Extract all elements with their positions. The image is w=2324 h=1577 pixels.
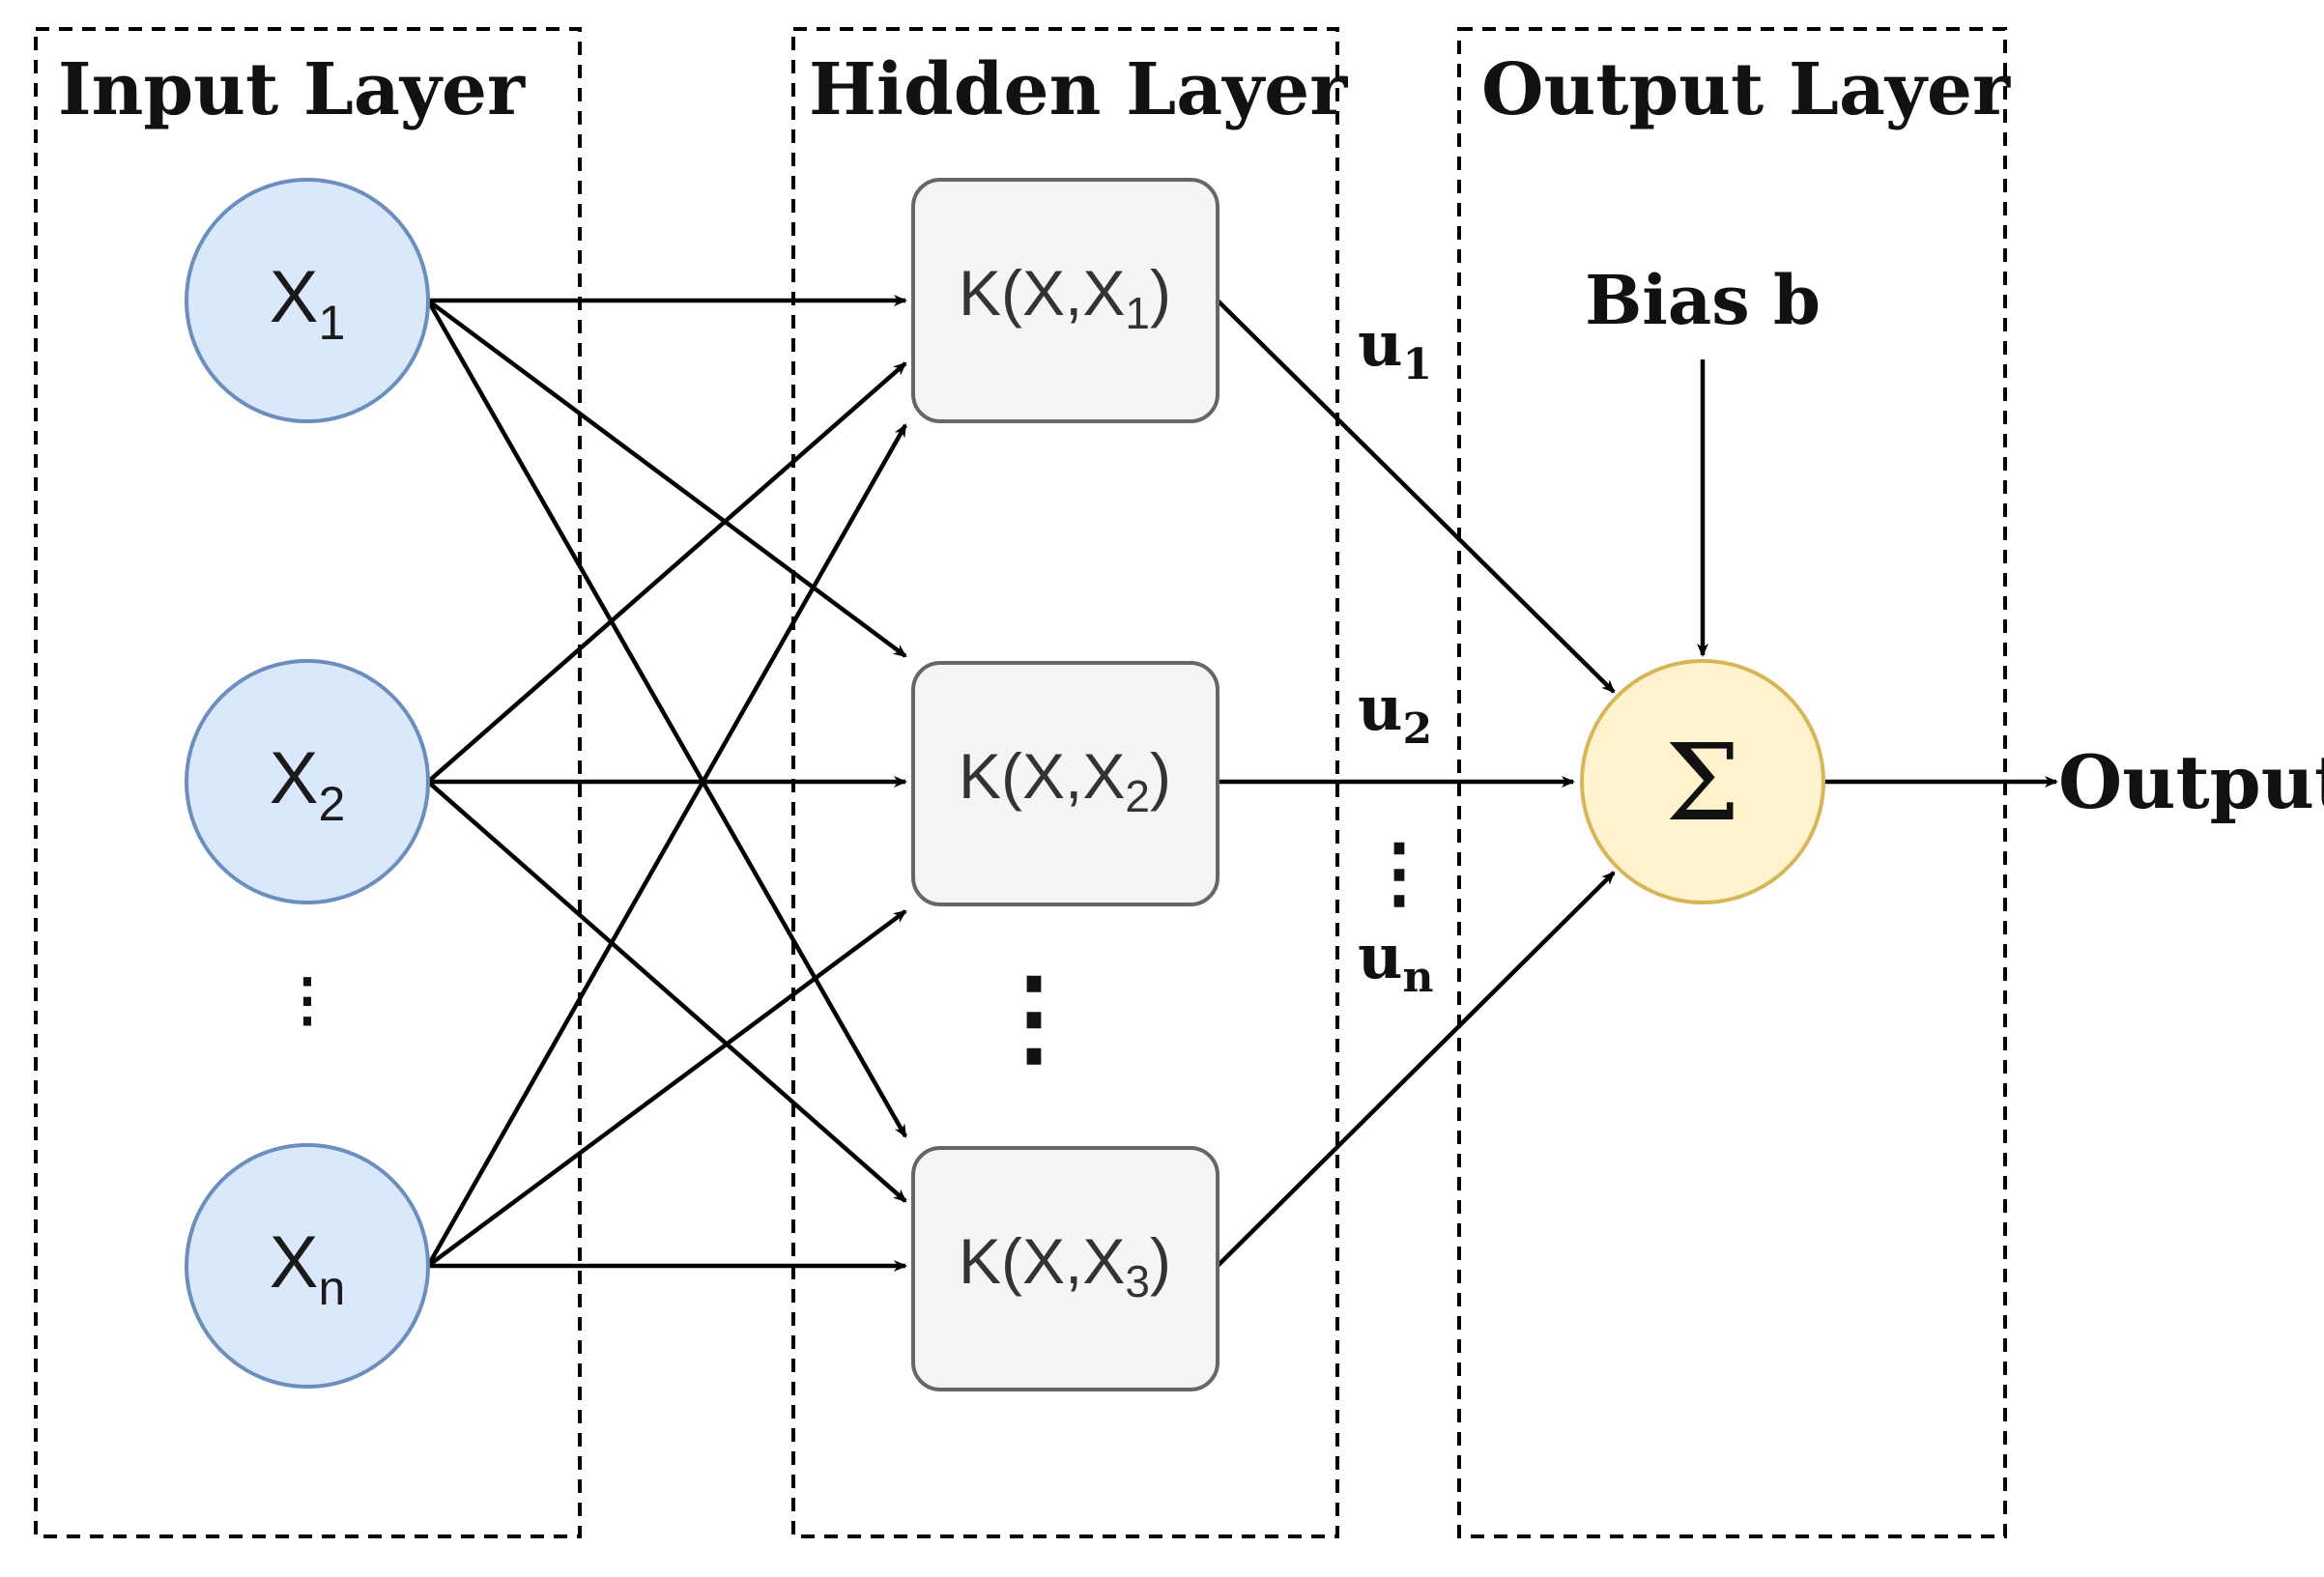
edge-x1-k2 xyxy=(426,299,907,658)
weight-label-1-sub: 1 xyxy=(1403,340,1433,389)
sum-node: Σ xyxy=(1580,659,1825,904)
edge-xn-k2 xyxy=(426,909,907,1268)
input-node-n-circle xyxy=(185,1143,430,1389)
kernel-node-1-sub: 1 xyxy=(1125,288,1150,338)
hidden-layer-title: Hidden Layer xyxy=(809,48,1348,131)
output-label: Output xyxy=(2058,739,2324,825)
kernel-node-2-box xyxy=(911,661,1219,906)
kernel-node-1-label: K(X,X1) xyxy=(959,257,1171,338)
input-node-n: Xn xyxy=(185,1143,430,1389)
input-layer-title: Input Layer xyxy=(58,48,526,131)
weight-label-2: u2 xyxy=(1358,673,1432,754)
input-node-2: X2 xyxy=(185,659,430,904)
kernel-node-3-box xyxy=(911,1146,1219,1391)
input-node-n-label: Xn xyxy=(270,1221,346,1315)
input-node-2-label: X2 xyxy=(270,737,346,831)
weight-label-1-main: u xyxy=(1358,308,1403,381)
edge-x2-k3 xyxy=(426,780,907,1203)
hidden-ellipsis: ⋮ xyxy=(981,954,1087,1078)
input-node-n-main: X xyxy=(270,1221,319,1304)
kernel-node-3-prefix: K(X,X xyxy=(959,1225,1125,1297)
edge-xn-k1 xyxy=(426,423,907,1268)
input-node-1: X1 xyxy=(185,178,430,423)
weight-label-2-main: u xyxy=(1358,673,1403,745)
kernel-node-3-suffix: ) xyxy=(1150,1225,1171,1297)
weight-ellipsis: ⋮ xyxy=(1361,826,1438,917)
kernel-node-1: K(X,X1) xyxy=(911,178,1219,423)
input-hidden-edges xyxy=(426,295,907,1272)
weight-label-1: u1 xyxy=(1358,308,1432,389)
input-node-1-sub: 1 xyxy=(318,296,345,350)
kernel-node-2-sub: 2 xyxy=(1125,771,1150,821)
kernel-node-1-prefix: K(X,X xyxy=(959,257,1125,329)
hidden-output-edges xyxy=(1216,299,2058,1268)
input-node-1-main: X xyxy=(270,256,319,338)
edge-x2-k1 xyxy=(426,361,907,784)
output-layer-title: Output Layer xyxy=(1481,48,2011,131)
edge-x1-k3 xyxy=(426,299,907,1138)
kernel-node-3-label: K(X,X3) xyxy=(959,1225,1171,1306)
input-node-n-sub: n xyxy=(318,1261,345,1315)
weight-label-n: un xyxy=(1358,921,1434,1002)
input-node-2-circle xyxy=(185,659,430,904)
kernel-node-1-box xyxy=(911,178,1219,423)
edge-k1-sum xyxy=(1216,299,1616,694)
input-node-1-label: X1 xyxy=(270,256,346,350)
kernel-node-2-suffix: ) xyxy=(1150,740,1171,812)
kernel-node-2: K(X,X2) xyxy=(911,661,1219,906)
input-node-2-main: X xyxy=(270,737,319,819)
input-ellipsis: ⋮ xyxy=(278,966,336,1034)
input-node-1-circle xyxy=(185,178,430,423)
kernel-node-2-prefix: K(X,X xyxy=(959,740,1125,812)
kernel-node-3-sub: 3 xyxy=(1125,1256,1150,1306)
input-node-2-sub: 2 xyxy=(318,777,345,831)
weight-label-2-sub: 2 xyxy=(1403,704,1433,754)
sum-icon: Σ xyxy=(1665,721,1740,845)
input-layer-frame xyxy=(34,27,582,1538)
weight-label-n-main: u xyxy=(1358,921,1403,993)
sum-node-circle xyxy=(1580,659,1825,904)
kernel-node-2-label: K(X,X2) xyxy=(959,740,1171,821)
kernel-node-1-suffix: ) xyxy=(1150,257,1171,329)
kernel-node-3: K(X,X3) xyxy=(911,1146,1219,1391)
weight-label-n-sub: n xyxy=(1403,953,1434,1002)
bias-label: Bias b xyxy=(1585,260,1821,340)
edge-k3-sum xyxy=(1216,871,1616,1268)
